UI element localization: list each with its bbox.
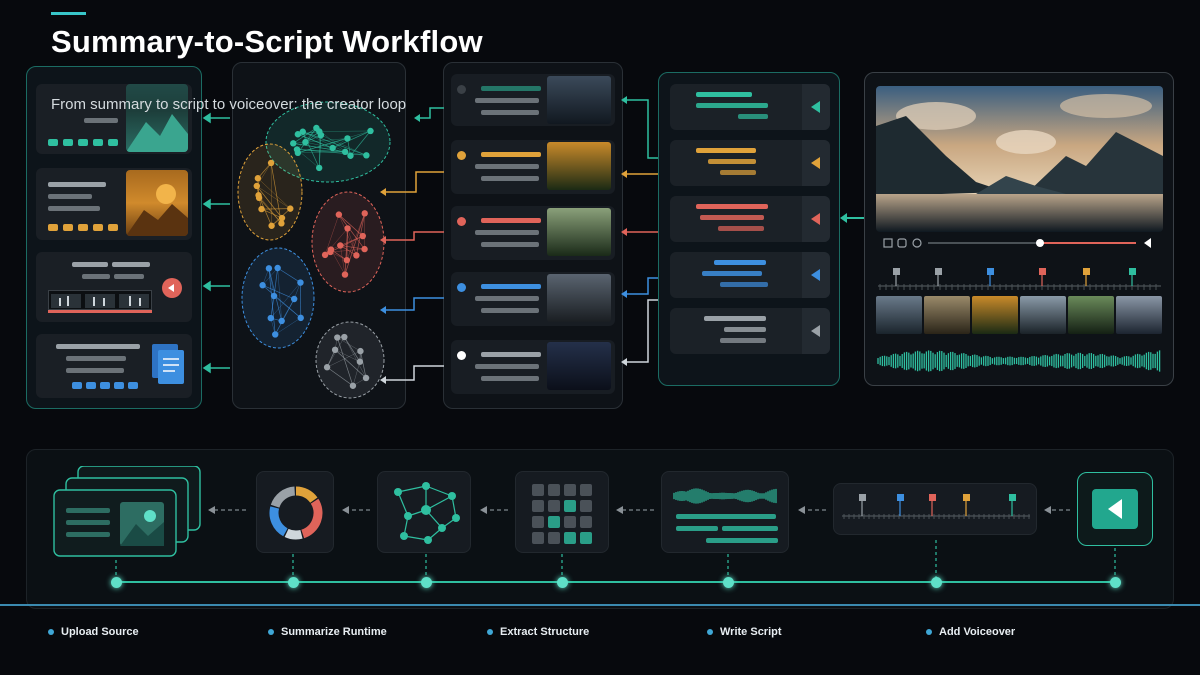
filmstrip-icon	[48, 290, 152, 310]
timeline-node-2	[288, 577, 299, 588]
bottom-divider	[0, 604, 1200, 606]
script-play-icon[interactable]	[808, 212, 822, 226]
strip-thumbnail-4	[1020, 296, 1066, 334]
cluster-to-cards-arrows	[202, 112, 230, 374]
output-card-blue[interactable]	[36, 334, 192, 398]
title-accent-bar	[51, 12, 86, 15]
pipeline-timeline	[116, 581, 1116, 583]
step-summarize-runtime: Summarize Runtime	[281, 626, 387, 638]
waveform-script-icon	[661, 471, 789, 553]
scene-thumbnail-1	[547, 76, 611, 124]
step-upload-source: Upload Source	[61, 626, 139, 638]
mountain-image-icon	[126, 84, 188, 152]
preview-video-frame[interactable]	[876, 86, 1163, 232]
image-stack-icon	[52, 465, 202, 558]
pipeline-drop-lines	[115, 540, 1116, 580]
step-write-script: Write Script	[720, 626, 782, 638]
cluster-3	[311, 191, 385, 293]
timeline-node-5	[723, 577, 734, 588]
play-circle-icon[interactable]	[162, 278, 182, 298]
step-dot-1	[48, 629, 54, 635]
strip-thumbnail-2	[924, 296, 970, 334]
step-dot-5	[926, 629, 932, 635]
output-card-red[interactable]	[36, 252, 192, 322]
cluster-5	[315, 321, 385, 399]
step-dot-4	[707, 629, 713, 635]
timeline-node-7	[1110, 577, 1121, 588]
scene-row-2[interactable]	[451, 140, 615, 194]
pipeline-dashed-arrows	[208, 506, 1070, 514]
strip-thumbnail-5	[1068, 296, 1114, 334]
audio-waveform	[877, 350, 1161, 372]
thumbnail-strip	[876, 296, 1163, 334]
play-button-icon[interactable]	[1077, 472, 1153, 546]
sunset-image-icon	[126, 170, 188, 236]
timeline-node-3	[421, 577, 432, 588]
preview-to-script-arrow	[840, 213, 866, 223]
timeline-node-6	[931, 577, 942, 588]
script-to-scene-connectors	[621, 96, 658, 366]
topic-clusters-graphic	[237, 101, 391, 399]
output-card-teal[interactable]	[36, 84, 192, 154]
scene-thumbnail-2	[547, 142, 611, 190]
step-extract-structure: Extract Structure	[500, 626, 590, 638]
cluster-4	[241, 247, 315, 349]
page-title: Summary-to-Script Workflow	[51, 24, 483, 59]
cluster-1	[265, 101, 391, 183]
cluster-panel	[232, 62, 406, 409]
timeline-node-4	[557, 577, 568, 588]
script-block-3[interactable]	[670, 196, 830, 242]
timeline-node-1	[111, 577, 122, 588]
script-play-icon[interactable]	[808, 268, 822, 282]
timeline-markers[interactable]	[876, 264, 1163, 292]
scene-thumbnail-4	[547, 274, 611, 322]
network-graph-icon	[377, 471, 471, 553]
strip-thumbnail-3	[972, 296, 1018, 334]
scene-row-4[interactable]	[451, 272, 615, 326]
output-card-orange[interactable]	[36, 168, 192, 240]
scene-row-3[interactable]	[451, 206, 615, 260]
scene-to-cluster-connectors	[380, 107, 444, 384]
timeline-markers-icon	[833, 483, 1037, 535]
step-add-voiceover: Add Voiceover	[939, 626, 1016, 638]
scene-row-5[interactable]	[451, 340, 615, 394]
scene-row-1[interactable]	[451, 74, 615, 126]
cluster-2	[237, 143, 303, 241]
scene-thumbnail-3	[547, 208, 611, 256]
page-subtitle: From summary to script to voiceover: the…	[51, 96, 407, 113]
script-block-5[interactable]	[670, 308, 830, 354]
player-controls[interactable]	[876, 236, 1163, 250]
strip-thumbnail-6	[1116, 296, 1162, 334]
scene-thumbnail-5	[547, 342, 611, 390]
script-block-4[interactable]	[670, 252, 830, 298]
step-dot-2	[268, 629, 274, 635]
strip-thumbnail-1	[876, 296, 922, 334]
script-play-icon[interactable]	[808, 324, 822, 338]
document-stack-icon	[150, 342, 186, 386]
script-block-1[interactable]	[670, 84, 830, 130]
step-dot-3	[487, 629, 493, 635]
script-play-icon[interactable]	[808, 100, 822, 114]
donut-chart-icon	[256, 471, 334, 553]
grid-icon	[515, 471, 609, 553]
script-play-icon[interactable]	[808, 156, 822, 170]
script-block-2[interactable]	[670, 140, 830, 186]
